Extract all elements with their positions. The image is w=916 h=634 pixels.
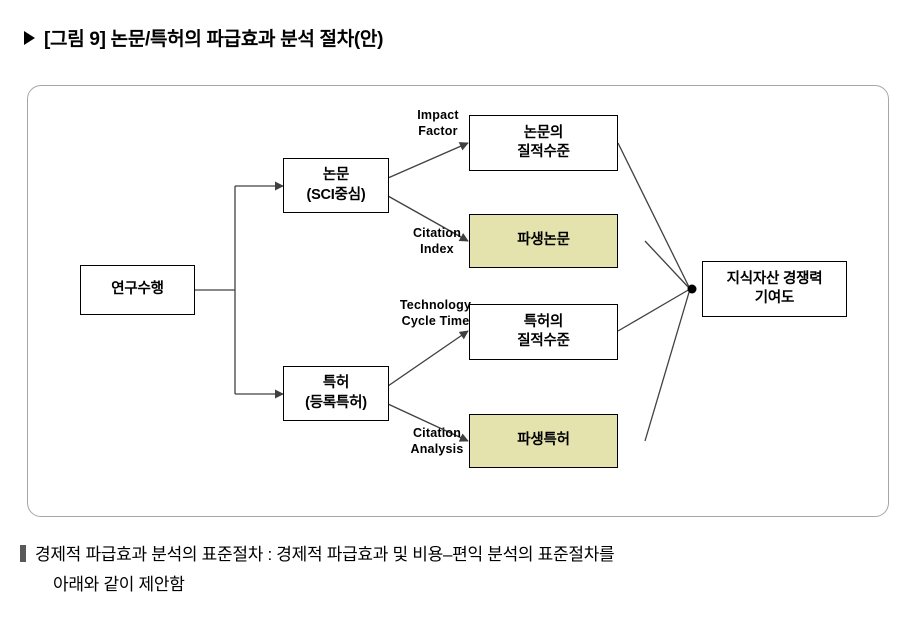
node-paper: 논문 (SCI중심) bbox=[283, 158, 389, 213]
figure-frame: 연구수행 논문 (SCI중심) 특허 (등록특허) 논문의 질적수준 파생논문 … bbox=[27, 85, 889, 517]
edge-label-technology-cycle-time: Technology Cycle Time bbox=[399, 298, 472, 328]
edge-derived-paper-to-outcome bbox=[644, 240, 691, 290]
edge-label-citation-index: Citation Index bbox=[412, 226, 462, 256]
caption-bullet-icon bbox=[20, 545, 26, 562]
triangle-marker-icon bbox=[24, 30, 35, 45]
figure-title-text: [그림 9] 논문/특허의 파급효과 분석 절차(안) bbox=[44, 29, 384, 50]
node-paper-quality: 논문의 질적수준 bbox=[469, 115, 618, 171]
edge-patent-to-derived bbox=[387, 403, 469, 442]
node-outcome: 지식자산 경쟁력 기여도 bbox=[702, 261, 847, 317]
node-patent: 특허 (등록특허) bbox=[283, 366, 389, 421]
edge-quality-to-outcome bbox=[617, 142, 691, 290]
diagram-connectors bbox=[195, 142, 697, 442]
node-research: 연구수행 bbox=[80, 265, 195, 315]
node-derived-patent: 파생특허 bbox=[469, 414, 618, 468]
caption-block: 경제적 파급효과 분석의 표준절차 : 경제적 파급효과 및 비용–편익 분석의… bbox=[20, 540, 900, 600]
convergence-node-icon bbox=[687, 284, 697, 294]
edge-label-citation-analysis: Citation Analysis bbox=[410, 426, 464, 456]
caption-line-1: 경제적 파급효과 분석의 표준절차 : 경제적 파급효과 및 비용–편익 분석의… bbox=[35, 545, 615, 564]
edge-paper-to-quality bbox=[387, 142, 469, 179]
edge-derived-patent-to-outcome bbox=[644, 288, 691, 442]
edge-paper-to-derived bbox=[387, 195, 469, 242]
figure-title: [그림 9] 논문/특허의 파급효과 분석 절차(안) bbox=[24, 24, 383, 51]
edge-patent-to-quality bbox=[387, 330, 469, 387]
caption-line-2: 아래와 같이 제안함 bbox=[53, 574, 185, 594]
node-derived-paper: 파생논문 bbox=[469, 214, 618, 268]
edge-patent-quality-to-outcome bbox=[617, 288, 691, 332]
edge-label-impact-factor: Impact Factor bbox=[417, 108, 459, 138]
node-patent-quality: 특허의 질적수준 bbox=[469, 304, 618, 360]
caption-text: 경제적 파급효과 분석의 표준절차 : 경제적 파급효과 및 비용–편익 분석의… bbox=[35, 540, 615, 600]
